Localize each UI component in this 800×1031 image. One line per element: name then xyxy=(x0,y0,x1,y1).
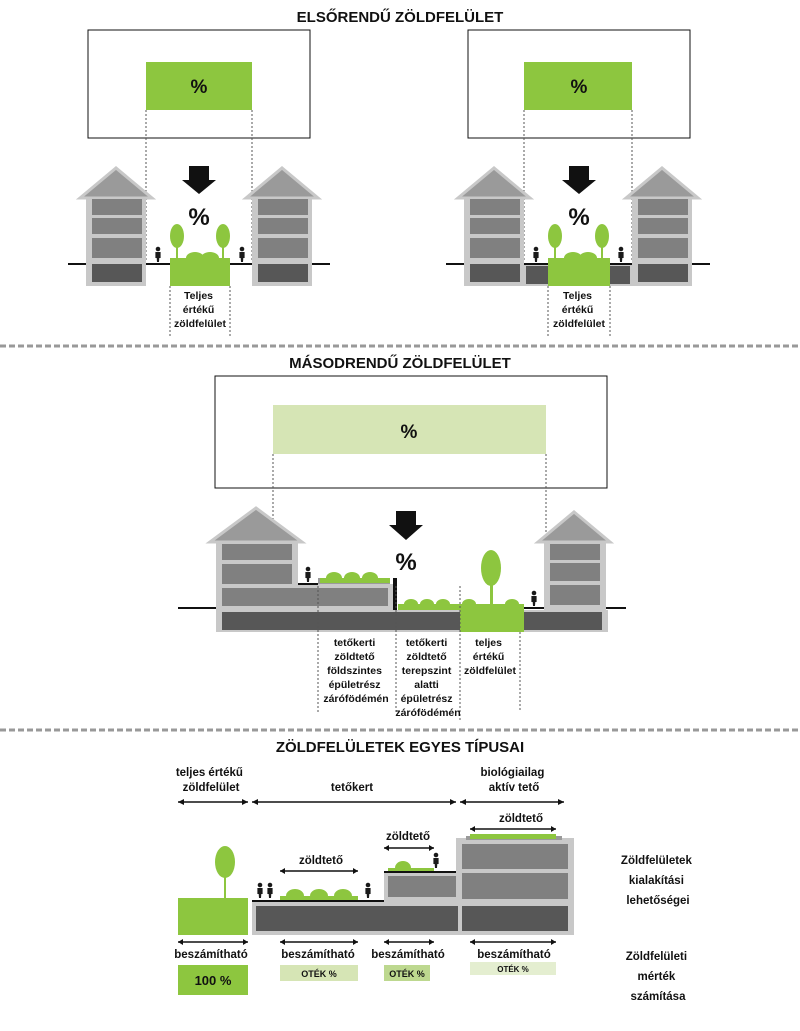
full-value-label: Teljes értékű zöldfelület xyxy=(553,290,605,330)
green-ratio-bar xyxy=(273,405,546,454)
full-value-label: teljes értékű zöldfelület xyxy=(464,637,516,677)
tree xyxy=(548,224,562,258)
double-arrow-icon xyxy=(470,826,556,832)
person-icon xyxy=(155,246,161,262)
otek-badge xyxy=(280,965,358,981)
stepped-building xyxy=(252,836,574,935)
building xyxy=(621,166,703,286)
tree xyxy=(481,550,501,604)
green-roof xyxy=(470,834,556,839)
center-percent: % xyxy=(188,204,209,231)
person-icon xyxy=(257,882,263,898)
category-roof-garden-label: tetőkert xyxy=(331,782,373,794)
otek-badge xyxy=(384,965,430,981)
building xyxy=(533,510,615,610)
tree xyxy=(216,224,230,258)
double-arrow-icon xyxy=(252,799,456,805)
down-arrow-icon xyxy=(182,166,216,194)
section2-panel: % xyxy=(178,375,626,722)
percent-100-value: 100 % xyxy=(195,973,232,988)
green-roof xyxy=(320,578,390,583)
box-percent: % xyxy=(571,77,588,98)
person-icon xyxy=(365,882,371,898)
person-icon xyxy=(239,246,245,262)
green-roof-label: zöldtető xyxy=(386,831,430,843)
otek-badge-text: OTÉK % xyxy=(301,969,337,979)
creditable-label: beszámítható xyxy=(371,949,445,961)
section1-right-panel: % xyxy=(446,29,710,336)
green-roof-label: zöldtető xyxy=(499,813,543,825)
person-icon xyxy=(531,590,537,606)
roof-garden-ground-floor-label: tetőkerti zöldtető földszintes épületrés… xyxy=(323,637,388,705)
building xyxy=(241,166,323,286)
double-arrow-icon xyxy=(280,939,358,945)
category-full-value-label: teljes értékű zöldfelület xyxy=(176,767,246,794)
otek-badge-text: OTÉK % xyxy=(389,969,425,979)
green-roof xyxy=(388,868,434,873)
double-arrow-icon xyxy=(280,868,358,874)
double-arrow-icon xyxy=(178,939,248,945)
center-percent: % xyxy=(568,204,589,231)
creditable-label: beszámítható xyxy=(477,949,551,961)
box-percent: % xyxy=(401,422,418,443)
building xyxy=(453,166,535,286)
person-icon xyxy=(267,882,273,898)
full-value-label: Teljes értékű zöldfelület xyxy=(174,290,226,330)
green-roof xyxy=(398,604,460,610)
full-value-green-area xyxy=(178,898,248,935)
section2-title: MÁSODRENDŰ ZÖLDFELÜLET xyxy=(289,354,511,372)
person-icon xyxy=(433,852,439,868)
design-options-label: Zöldfelületek kialakítási lehetőségei xyxy=(621,855,695,907)
building xyxy=(75,166,157,286)
otek-badge xyxy=(470,962,556,975)
otek-badge-text: OTÉK % xyxy=(497,965,529,974)
box-percent: % xyxy=(191,77,208,98)
double-arrow-icon xyxy=(384,845,434,851)
section1-title: ELSŐRENDŰ ZÖLDFELÜLET xyxy=(297,8,504,26)
double-arrow-icon xyxy=(470,939,556,945)
tree xyxy=(215,846,235,898)
person-icon xyxy=(533,246,539,262)
green-roof-label: zöldtető xyxy=(299,855,343,867)
category-bio-active-roof-label: biológiailag aktív tető xyxy=(480,767,547,794)
full-value-green-area xyxy=(548,258,610,286)
tree xyxy=(170,224,184,258)
roof-garden-underground-label: tetőkerti zöldtető terepszint alatti épü… xyxy=(395,637,460,719)
person-icon xyxy=(305,566,311,582)
double-arrow-icon xyxy=(178,799,248,805)
center-percent: % xyxy=(395,549,416,576)
section3-panel: teljes értékű zöldfelület tetőkert bioló… xyxy=(174,767,695,1003)
creditable-label: beszámítható xyxy=(174,949,248,961)
down-arrow-icon xyxy=(389,511,423,540)
section1-left-panel: % xyxy=(68,29,330,336)
green-roof xyxy=(280,896,358,902)
section3-title: ZÖLDFELÜLETEK EGYES TÍPUSAI xyxy=(276,739,524,756)
calculation-label: Zöldfelületi mérték számítása xyxy=(626,951,691,1003)
percent-100-badge xyxy=(178,965,248,995)
creditable-label: beszámítható xyxy=(281,949,355,961)
tree xyxy=(595,224,609,258)
double-arrow-icon xyxy=(460,799,564,805)
green-ratio-bar xyxy=(146,62,252,110)
double-arrow-icon xyxy=(384,939,434,945)
full-value-green-area xyxy=(460,604,524,632)
person-icon xyxy=(618,246,624,262)
down-arrow-icon xyxy=(562,166,596,194)
full-value-green-area xyxy=(170,258,230,286)
green-ratio-bar xyxy=(524,62,632,110)
